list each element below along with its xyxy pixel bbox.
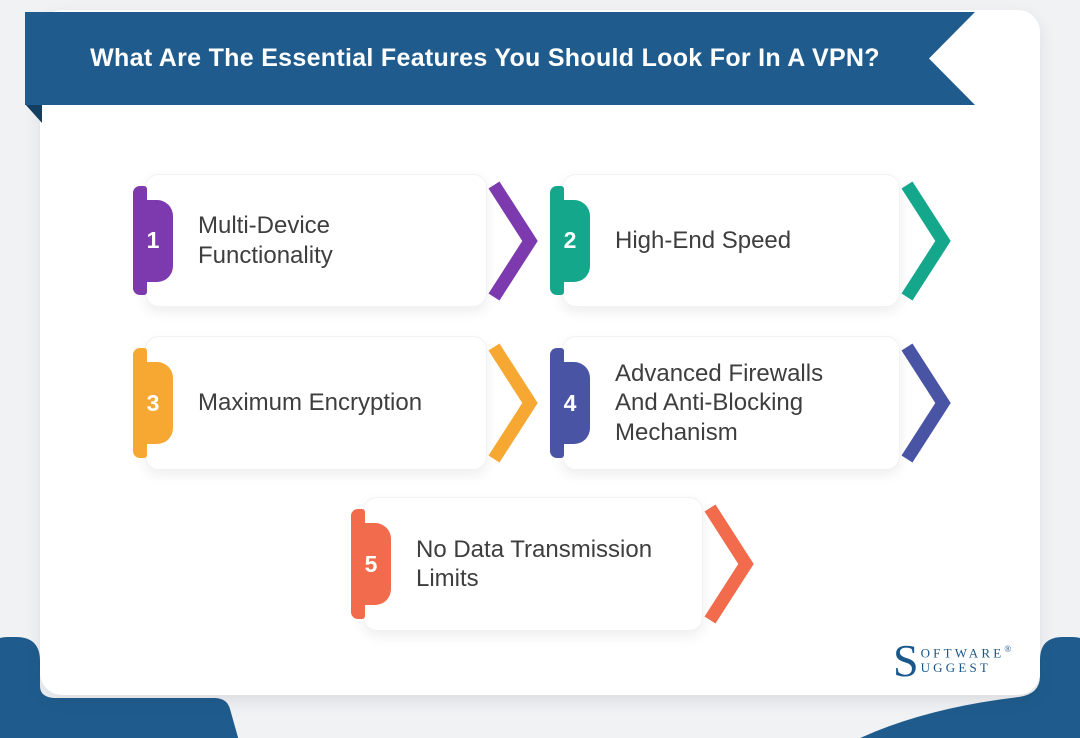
chevron-right-icon [488,343,538,463]
feature-number: 3 [146,389,160,416]
title-ribbon: What Are The Essential Features You Shou… [25,12,975,105]
page-title: What Are The Essential Features You Shou… [90,44,880,72]
chevron-right-icon [488,181,538,301]
feature-number: 1 [146,227,160,253]
bottom-left-wave [0,637,239,738]
logo-wordmark: OFTWARE® UGGEST [921,640,1012,675]
number-badge: 3 [133,362,173,444]
number-badge: 1 [133,199,173,282]
number-badge: 2 [550,199,590,282]
feature-label: High-End Speed [615,226,792,254]
chevron-right-icon [704,504,754,624]
number-badge: 5 [351,523,391,605]
chevron-right-icon [901,343,951,463]
feature-card-1: 1 Multi-Device Functionality [133,174,487,307]
logo-initial: S [893,635,919,686]
feature-label: No Data Transmission Limits [416,535,653,592]
feature-card-4: 4 Advanced Firewalls And Anti-Blocking M… [550,336,900,470]
feature-label: Multi-Device Functionality [198,212,333,269]
feature-number: 5 [364,550,378,577]
feature-number: 4 [563,389,577,416]
logo-line2: UGGEST [920,659,992,675]
logo-line1: OFTWARE® [920,644,1012,661]
feature-card-5: 5 No Data Transmission Limits [351,497,703,631]
chevron-right-icon [901,181,951,301]
softwaresuggest-logo: S OFTWARE® UGGEST [893,635,1012,686]
feature-label: Maximum Encryption [198,389,423,417]
registered-mark: ® [1004,644,1012,654]
feature-number: 2 [563,227,577,253]
feature-label: Advanced Firewalls And Anti-Blocking Mec… [615,360,824,446]
number-badge: 4 [550,362,590,444]
feature-card-3: 3 Maximum Encryption [133,336,487,470]
feature-card-2: 2 High-End Speed [550,174,900,307]
bottom-right-wave [860,637,1080,738]
